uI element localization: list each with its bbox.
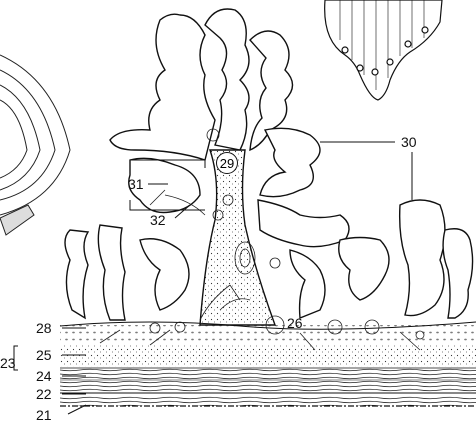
label-26: 26 (287, 316, 303, 330)
label-22: 22 (36, 387, 52, 401)
label-23: 23 (0, 356, 16, 370)
label-25: 25 (36, 348, 52, 362)
left-structure (0, 55, 70, 235)
label-29: 29 (216, 152, 238, 174)
label-31: 31 (128, 177, 144, 191)
label-30: 30 (401, 135, 417, 149)
wall-layers (60, 322, 476, 406)
label-28: 28 (36, 321, 52, 335)
mucosal-folds (65, 9, 473, 325)
label-21: 21 (36, 408, 52, 422)
label-24: 24 (36, 369, 52, 383)
inset-epithelium (325, 0, 442, 100)
label-32: 32 (150, 213, 166, 227)
